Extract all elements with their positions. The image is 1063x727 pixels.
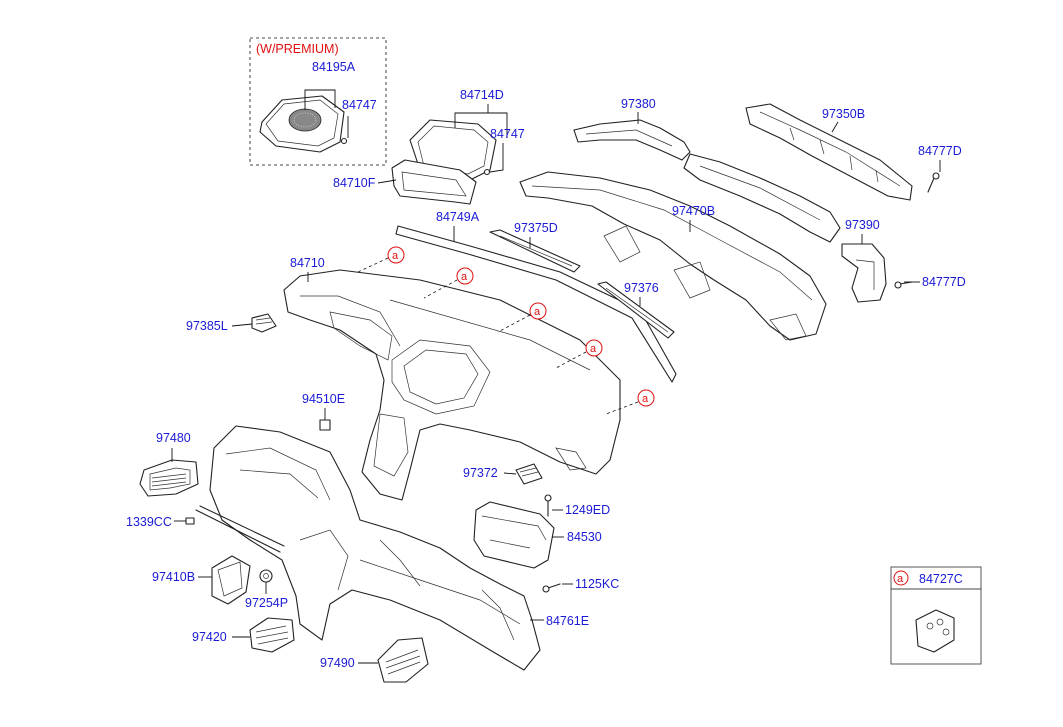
vent-97420	[249, 617, 295, 653]
label-84714D[interactable]: 84714D	[460, 88, 504, 102]
svg-text:a: a	[590, 343, 597, 355]
label-84777D-top[interactable]: 84777D	[918, 144, 962, 158]
svg-text:a: a	[392, 250, 399, 262]
defroster-duct-main	[519, 171, 827, 341]
label-84777D-bottom[interactable]: 84777D	[922, 275, 966, 289]
sensor-94510E	[319, 419, 331, 431]
premium-title: (W/PREMIUM)	[256, 42, 339, 56]
vent-97372	[515, 463, 543, 485]
knob-97254P	[259, 569, 273, 583]
callout-a-3[interactable]: a	[497, 302, 547, 333]
label-97385L[interactable]: 97385L	[186, 319, 228, 333]
clip-84727C-drawing	[915, 609, 955, 653]
label-84761E[interactable]: 84761E	[546, 614, 589, 628]
label-97410B[interactable]: 97410B	[152, 570, 195, 584]
callout-a-1[interactable]: a	[357, 246, 405, 273]
side-vent-left-97385L	[251, 313, 277, 333]
label-97375D[interactable]: 97375D	[514, 221, 558, 235]
screw-1125KC	[542, 583, 561, 593]
svg-text:a: a	[534, 306, 541, 318]
label-97380[interactable]: 97380	[621, 97, 656, 111]
label-84747[interactable]: 84747	[490, 127, 525, 141]
center-duct	[683, 153, 841, 243]
label-84195A[interactable]: 84195A	[312, 60, 356, 74]
speaker-grille-cover	[259, 95, 345, 153]
callout-a-5[interactable]: a	[605, 389, 655, 415]
label-97372[interactable]: 97372	[463, 466, 498, 480]
svg-text:a: a	[461, 271, 468, 283]
side-defroster-duct	[573, 119, 691, 161]
label-84530[interactable]: 84530	[567, 530, 602, 544]
label-1125KC[interactable]: 1125KC	[575, 577, 619, 591]
label-97470B[interactable]: 97470B	[672, 204, 715, 218]
svg-text:a: a	[897, 573, 904, 585]
label-84710F[interactable]: 84710F	[333, 176, 376, 190]
screw-84777D-top	[927, 172, 940, 193]
label-97490[interactable]: 97490	[320, 656, 355, 670]
detail-box-84727C: a 84727C	[890, 566, 982, 665]
crossbar-bracket	[745, 103, 913, 201]
cluster-facia	[391, 119, 497, 205]
label-97480[interactable]: 97480	[156, 431, 191, 445]
label-94510E[interactable]: 94510E	[302, 392, 345, 406]
vent-97490	[377, 637, 429, 683]
label-1339CC[interactable]: 1339CC	[126, 515, 172, 529]
label-84747-premium[interactable]: 84747	[342, 98, 377, 112]
defroster-nozzle-center	[489, 229, 581, 273]
label-97376[interactable]: 97376	[624, 281, 659, 295]
label-84749A[interactable]: 84749A	[436, 210, 480, 224]
screw-84777D-bottom	[894, 281, 913, 289]
label-84727C[interactable]: 84727C	[919, 572, 963, 586]
label-97254P[interactable]: 97254P	[245, 596, 288, 610]
label-97350B[interactable]: 97350B	[822, 107, 865, 121]
crash-pad-main	[283, 269, 621, 501]
center-vent-97410B	[211, 555, 251, 605]
side-duct-right	[841, 243, 887, 303]
label-97390[interactable]: 97390	[845, 218, 880, 232]
defroster-nozzle-side	[597, 281, 675, 339]
lower-crash-pad-frame	[209, 425, 541, 671]
glove-box-84530	[473, 501, 555, 569]
side-vent-97480	[139, 459, 199, 497]
crash-pad-garnish-strip	[395, 225, 677, 383]
callout-a-4[interactable]: a	[555, 339, 603, 369]
label-84710[interactable]: 84710	[290, 256, 325, 270]
label-1249ED[interactable]: 1249ED	[565, 503, 610, 517]
screw-1249ED	[544, 494, 552, 517]
premium-option-box: (W/PREMIUM) 84195A 84747	[249, 37, 387, 166]
label-97420[interactable]: 97420	[192, 630, 227, 644]
callout-a-detail[interactable]: a	[893, 570, 909, 586]
svg-text:a: a	[642, 393, 649, 405]
callout-a-2[interactable]: a	[423, 267, 474, 299]
